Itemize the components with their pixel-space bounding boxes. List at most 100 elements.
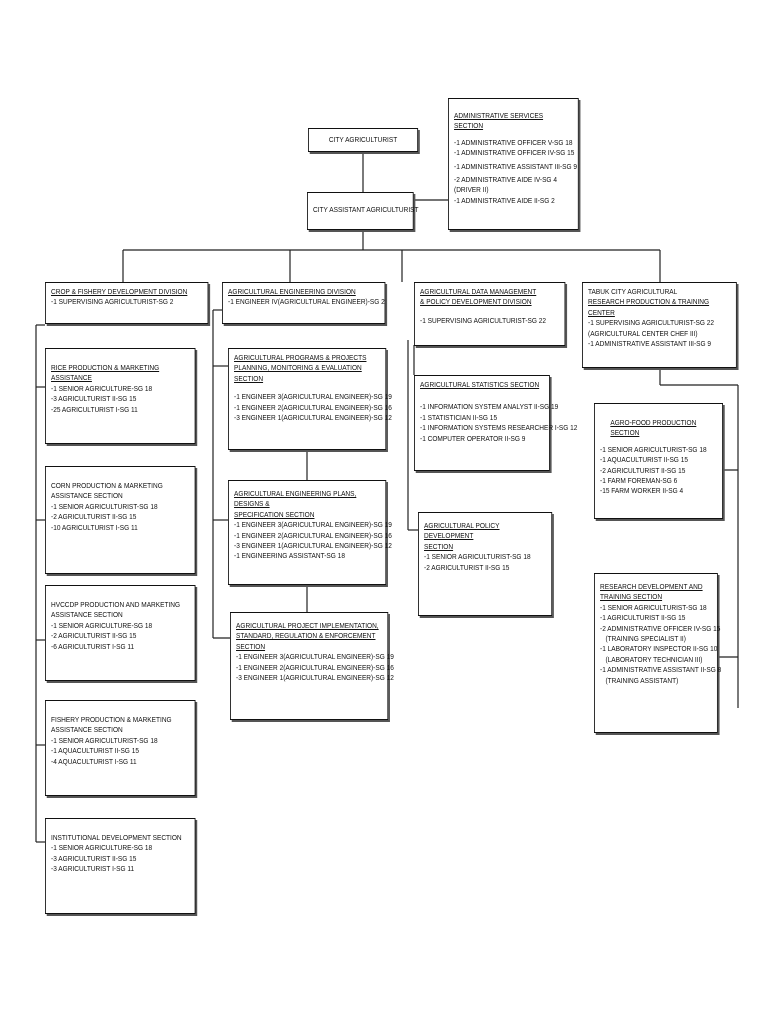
agro-food-section-line: -1 FARM FOREMAN-SG 6 [600, 476, 678, 486]
research-section-line: -1 ADMINISTRATIVE ASSISTANT II-SG 8 [600, 665, 722, 675]
programs-projects-section-box: AGRICULTURAL PROGRAMS & PROJECTS PLANNIN… [228, 348, 392, 450]
crop-fishery-division-title: CROP & FISHERY DEVELOPMENT DIVISION [51, 287, 188, 296]
statistics-section-line: -1 COMPUTER OPERATOR II-SG 9 [420, 433, 526, 443]
hvccdp-section-line: HVCCDP PRODUCTION AND MARKETING [51, 600, 181, 609]
statistics-section-title: AGRICULTURAL STATISTICS SECTION [420, 380, 540, 389]
city-agriculturist-label: CITY AGRICULTURIST [328, 135, 398, 144]
tabuk-line: (AGRICULTURAL CENTER CHEF III) [588, 328, 698, 338]
agro-food-section-line: -1 AQUACULTURIST II-SG 15 [600, 455, 688, 465]
programs-section-title: PLANNING, MONITORING & EVALUATION SECTIO… [234, 363, 362, 383]
programs-section-line: -1 ENGINEER 2(AGRICULTURAL ENGINEER)-SG … [234, 402, 392, 412]
research-section-title: RESEARCH DEVELOPMENT AND [600, 582, 703, 591]
admin-line: -1 ADMINISTRATIVE OFFICER IV-SG 15 [454, 148, 575, 158]
institutional-section-line: -1 SENIOR AGRICULTURE-SG 18 [51, 843, 153, 853]
plans-section-title: AGRICULTURAL ENGINEERING PLANS, DESIGNS … [234, 489, 357, 509]
corn-production-section-box: CORN PRODUCTION & MARKETING ASSISTANCE S… [45, 466, 196, 574]
agri-policy-section-box: AGRICULTURAL POLICY DEVELOPMENT SECTION … [418, 512, 553, 616]
corn-section-line: -2 AGRICULTURIST II-SG 15 [51, 512, 137, 522]
hvccdp-section-line: -2 AGRICULTURIST II-SG 15 [51, 631, 137, 641]
rice-section-title: ASSISTANCE [51, 373, 92, 383]
implementation-section-title: STANDARD, REGULATION & ENFORCEMENT [236, 631, 376, 641]
engineering-plans-section-box: AGRICULTURAL ENGINEERING PLANS, DESIGNS … [228, 480, 392, 585]
institutional-section-line: -3 AGRICULTURIST I-SG 11 [51, 864, 135, 874]
hvccdp-section-line: ASSISTANCE SECTION [51, 610, 123, 620]
implementation-section-title: SECTION [236, 641, 266, 651]
research-section-line: (TRAINING SPECIALIST II) [600, 634, 686, 644]
policy-section-title: AGRICULTURAL POLICY DEVELOPMENT [424, 521, 500, 541]
institutional-section-line: INSTITUTIONAL DEVELOPMENT SECTION [51, 833, 182, 842]
plans-section-line: -3 ENGINEER 1(AGRICULTURAL ENGINEER)-SG … [234, 541, 392, 551]
fishery-section-line: ASSISTANCE SECTION [51, 725, 123, 735]
implementation-section-title: AGRICULTURAL PROJECT IMPLEMENTATION, [236, 621, 379, 630]
tabuk-research-center-box: TABUK CITY AGRICULTURAL RESEARCH PRODUCT… [582, 282, 737, 368]
agro-food-section-box: AGRO-FOOD PRODUCTION SECTION -1 SENIOR A… [594, 403, 723, 519]
rice-section-line: -25 AGRICULTURIST I-SG 11 [51, 404, 138, 414]
data-policy-division-box: AGRICULTURAL DATA MANAGEMENT & POLICY DE… [414, 282, 566, 346]
city-agriculturist-box: CITY AGRICULTURIST [308, 128, 419, 152]
statistics-section-line: -1 INFORMATION SYSTEM ANALYST II-SG 19 [420, 402, 559, 412]
hvccdp-section-line: -6 AGRICULTURIST I-SG 11 [51, 641, 135, 651]
admin-line: -2 ADMINISTRATIVE AIDE IV-SG 4 [454, 175, 557, 185]
agro-food-section-title: AGRO-FOOD PRODUCTION SECTION [610, 418, 697, 438]
city-assistant-agriculturist-box: CITY ASSISTANT AGRICULTURIST [307, 192, 419, 230]
agri-statistics-section-box: AGRICULTURAL STATISTICS SECTION -1 INFOR… [414, 375, 578, 471]
tabuk-research-center-title: RESEARCH PRODUCTION & TRAINING CENTER [588, 297, 710, 317]
agro-food-section-line: -1 SENIOR AGRICULTURIST-SG 18 [600, 444, 707, 454]
admin-line: (DRIVER II) [454, 185, 489, 195]
statistics-section-line: -1 INFORMATION SYSTEMS RESEARCHER I-SG 1… [420, 423, 578, 433]
research-section-line: -2 ADMINISTRATIVE OFFICER IV-SG 15 [600, 623, 721, 633]
crop-fishery-division-box: CROP & FISHERY DEVELOPMENT DIVISION -1 S… [45, 282, 209, 324]
tabuk-research-center-title: TABUK CITY AGRICULTURAL [588, 287, 678, 296]
tabuk-line: -1 SUPERVISING AGRICULTURIST-SG 22 [588, 318, 715, 328]
agri-engineering-division-title: AGRICULTURAL ENGINEERING DIVISION [228, 287, 356, 296]
plans-section-title: SPECIFICATION SECTION [234, 509, 315, 519]
admin-services-box: ADMINISTRATIVE SERVICES SECTION -1 ADMIN… [448, 98, 579, 230]
research-section-line: -1 SENIOR AGRICULTURIST-SG 18 [600, 602, 707, 612]
agro-food-section-line: -15 FARM WORKER II-SG 4 [600, 486, 684, 496]
programs-section-title: AGRICULTURAL PROGRAMS & PROJECTS [234, 353, 367, 362]
corn-section-line: -10 AGRICULTURIST I-SG 11 [51, 522, 138, 532]
corn-section-line: CORN PRODUCTION & MARKETING [51, 481, 163, 490]
data-policy-division-title: & POLICY DEVELOPMENT DIVISION [420, 297, 532, 307]
data-policy-division-title: AGRICULTURAL DATA MANAGEMENT [420, 287, 537, 296]
programs-section-line: -3 ENGINEER 1(AGRICULTURAL ENGINEER)-SG … [234, 413, 392, 423]
policy-section-line: -2 AGRICULTURIST II-SG 15 [424, 562, 510, 572]
corn-section-line: -1 SENIOR AGRICULTURIST-SG 18 [51, 501, 158, 511]
institutional-section-line: -3 AGRICULTURIST II-SG 15 [51, 853, 137, 863]
research-training-section-box: RESEARCH DEVELOPMENT AND TRAINING SECTIO… [594, 573, 722, 733]
fishery-section-line: -1 SENIOR AGRICULTURIST-SG 18 [51, 735, 158, 745]
fishery-section-line: -4 AQUACULTURIST I-SG 11 [51, 756, 137, 766]
crop-fishery-division-line: -1 SUPERVISING AGRICULTURIST-SG 2 [51, 297, 174, 307]
policy-section-line: -1 SENIOR AGRICULTURIST-SG 18 [424, 552, 531, 562]
agri-engineering-division-box: AGRICULTURAL ENGINEERING DIVISION -1 ENG… [222, 282, 386, 324]
institutional-development-section-box: INSTITUTIONAL DEVELOPMENT SECTION -1 SEN… [45, 818, 196, 914]
agro-food-section-line: -2 AGRICULTURIST II-SG 15 [600, 465, 686, 475]
admin-line: -1 ADMINISTRATIVE ASSISTANT III-SG 9 [454, 161, 578, 171]
corn-section-line: ASSISTANCE SECTION [51, 491, 123, 501]
hvccdp-section-line: -1 SENIOR AGRICULTURE-SG 18 [51, 620, 153, 630]
admin-services-title: ADMINISTRATIVE SERVICES SECTION [454, 111, 544, 131]
implementation-section-line: -3 ENGINEER 1(AGRICULTURAL ENGINEER)-SG … [236, 673, 394, 683]
policy-section-title: SECTION [424, 541, 454, 551]
research-section-line: (TRAINING ASSISTANT) [600, 675, 679, 685]
admin-line: -1 ADMINISTRATIVE OFFICER V-SG 18 [454, 137, 573, 147]
rice-production-section-box: RICE PRODUCTION & MARKETING ASSISTANCE -… [45, 348, 196, 444]
admin-line: -1 ADMINISTRATIVE AIDE II-SG 2 [454, 195, 555, 205]
plans-section-line: -1 ENGINEERING ASSISTANT-SG 18 [234, 551, 345, 561]
rice-section-title: RICE PRODUCTION & MARKETING [51, 363, 160, 372]
implementation-section-line: -1 ENGINEER 2(AGRICULTURAL ENGINEER)-SG … [236, 662, 394, 672]
research-section-line: -1 AGRICULTURIST II-SG 15 [600, 613, 686, 623]
hvccdp-section-box: HVCCDP PRODUCTION AND MARKETING ASSISTAN… [45, 585, 196, 681]
tabuk-line: -1 ADMINISTRATIVE ASSISTANT III-SG 9 [588, 339, 712, 349]
project-implementation-section-box: AGRICULTURAL PROJECT IMPLEMENTATION, STA… [230, 612, 394, 720]
programs-section-line: -1 ENGINEER 3(AGRICULTURAL ENGINEER)-SG … [234, 392, 392, 402]
research-section-line: -1 LABORATORY INSPECTOR II-SG 10 [600, 644, 718, 654]
plans-section-line: -1 ENGINEER 2(AGRICULTURAL ENGINEER)-SG … [234, 530, 392, 540]
agri-engineering-division-line: -1 ENGINEER IV(AGRICULTURAL ENGINEER)-SG… [228, 297, 385, 307]
plans-section-line: -1 ENGINEER 3(AGRICULTURAL ENGINEER)-SG … [234, 520, 392, 530]
research-section-title: TRAINING SECTION [600, 592, 663, 602]
rice-section-line: -1 SENIOR AGRICULTURE-SG 18 [51, 383, 153, 393]
city-assistant-agriculturist-label: CITY ASSISTANT AGRICULTURIST [313, 205, 419, 214]
research-section-line: (LABORATORY TECHNICIAN III) [600, 654, 703, 664]
